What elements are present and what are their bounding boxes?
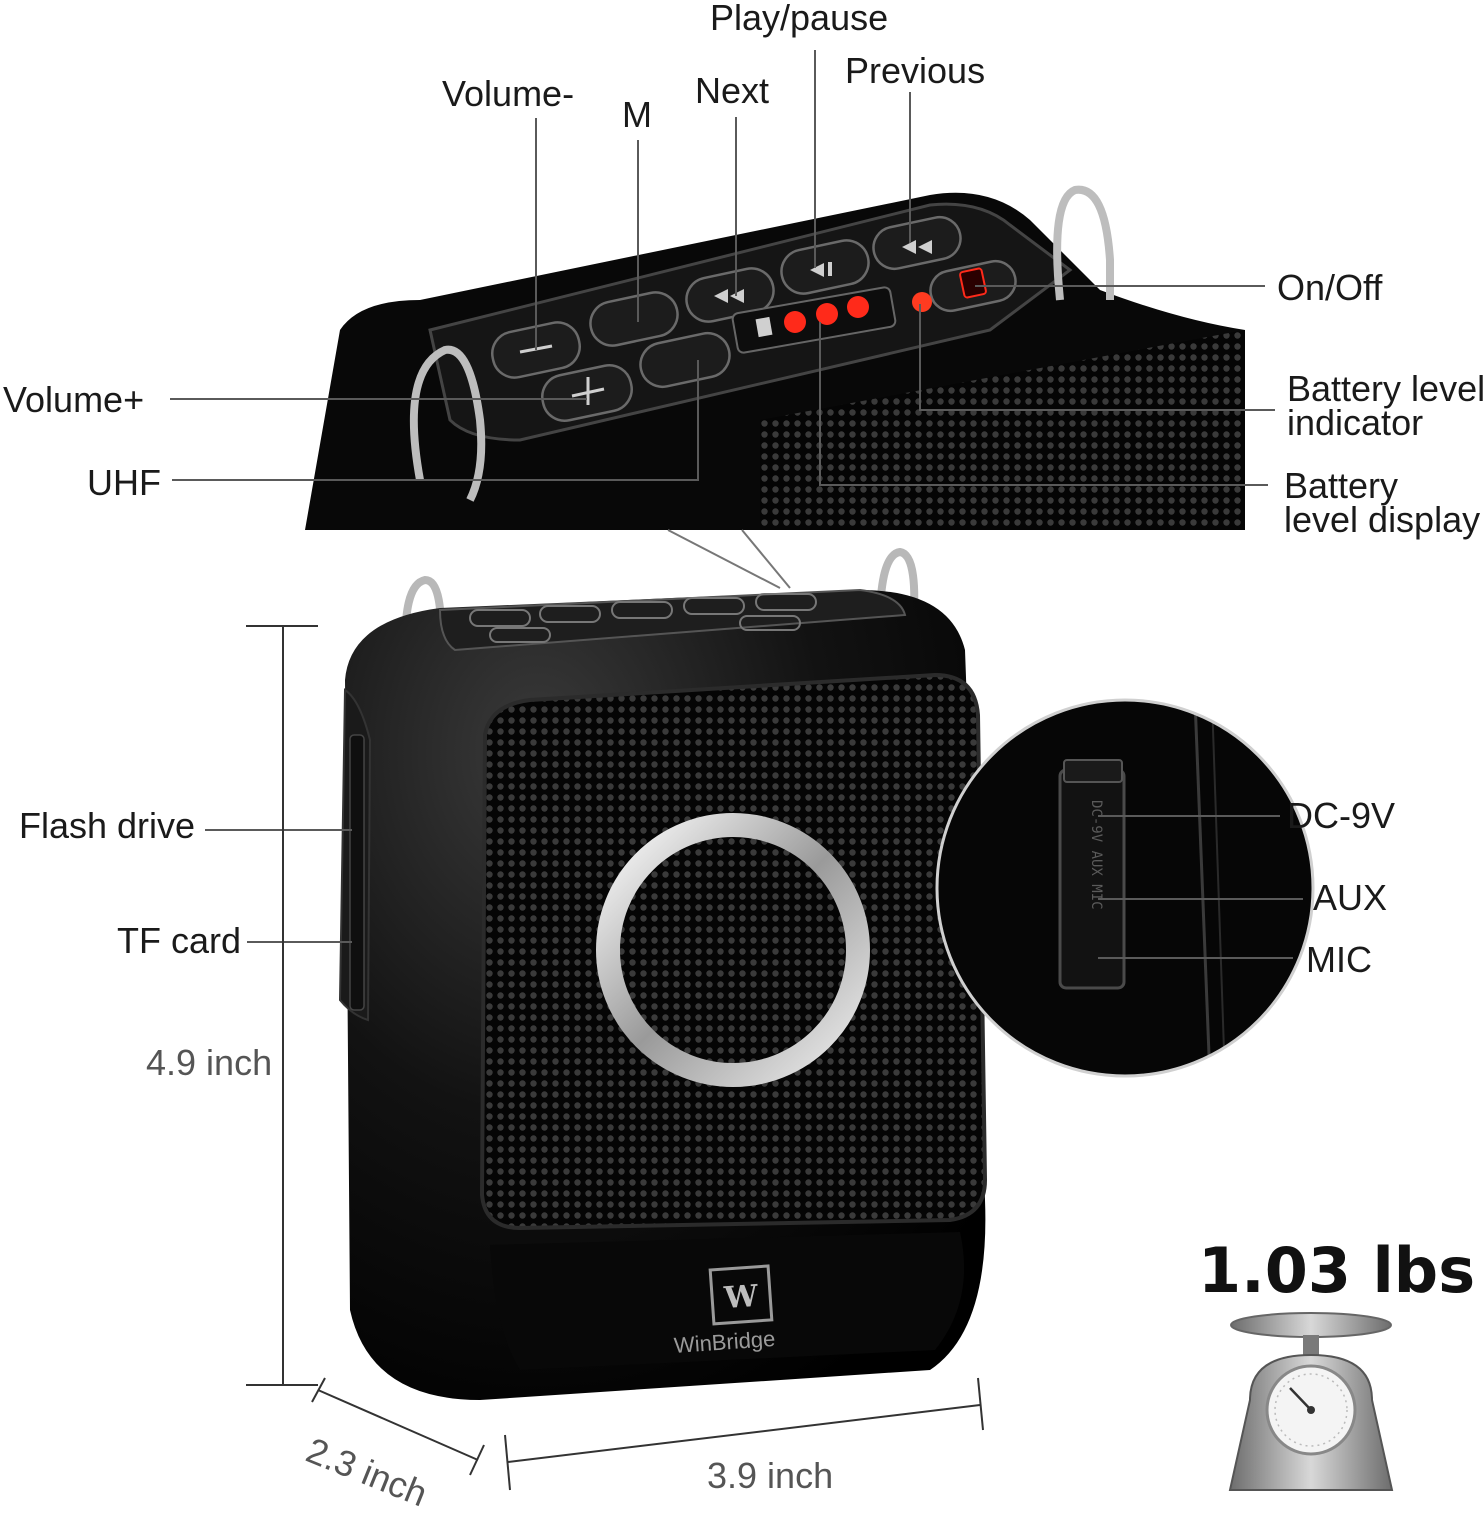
label-battery-level-display: Battery level display (1284, 465, 1481, 541)
label-volume-plus: Volume+ (3, 379, 145, 420)
dimension-lines (246, 625, 984, 1491)
label-dc-9v: DC-9V (1287, 795, 1396, 836)
port-engraving: DC-9V AUX MIC (1088, 800, 1104, 910)
label-mic: MIC (1306, 939, 1372, 980)
label-uhf: UHF (87, 462, 161, 503)
label-next: Next (695, 70, 770, 111)
scale-icon (1228, 1312, 1394, 1491)
label-tf-card: TF card (117, 920, 242, 961)
dimension-width: 3.9 inch (707, 1455, 834, 1496)
svg-text:W: W (722, 1279, 760, 1316)
control-panel-closeup (305, 185, 1245, 530)
label-battery-level-indicator: Battery level indicator (1287, 368, 1483, 444)
label-aux: AUX (1313, 877, 1388, 918)
winbridge-logo: W (708, 1264, 774, 1326)
speaker-ring (596, 813, 870, 1087)
weight-label: 1.03 lbs (1198, 1234, 1476, 1307)
leader-lines (170, 50, 1303, 959)
label-on-off: On/Off (1277, 267, 1383, 308)
dimension-height: 4.9 inch (146, 1042, 273, 1083)
label-play-pause: Play/pause (710, 0, 889, 38)
label-m: M (622, 94, 652, 135)
speaker-body: W (338, 547, 988, 1400)
label-flash-drive: Flash drive (19, 805, 196, 846)
label-previous: Previous (845, 50, 986, 91)
label-volume-minus: Volume- (442, 73, 575, 114)
battery-led-bars (784, 296, 869, 333)
battery-level-led (912, 292, 932, 312)
ports-closeup: DC-9V AUX MIC (937, 700, 1313, 1076)
